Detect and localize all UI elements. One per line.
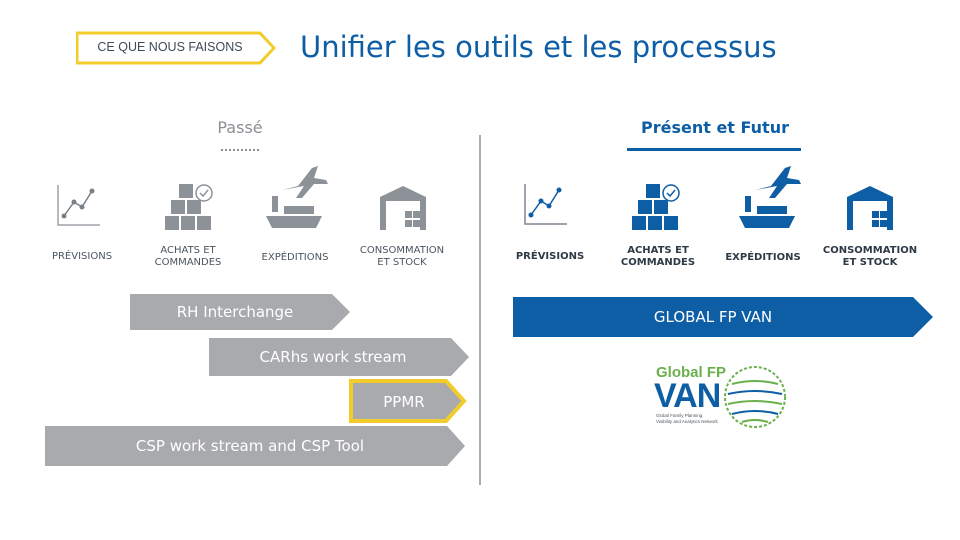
- present-heading: Présent et Futur: [641, 118, 789, 137]
- present-label-consommation-line2: ET STOCK: [842, 257, 898, 268]
- present-label-consommation: CONSOMMATION ET STOCK: [818, 245, 922, 269]
- csp-label: CSP work stream and CSP Tool: [135, 437, 365, 455]
- past-label-consommation-line1: CONSOMMATION: [359, 245, 445, 256]
- present-label-achats: ACHATS ET COMMANDES: [610, 245, 706, 269]
- section-tag: [76, 31, 276, 65]
- present-label-expeditions: EXPÉDITIONS: [725, 252, 801, 263]
- logo-tagline2: Visibility and Analytics Network: [656, 419, 718, 424]
- ppmr-label: PPMR: [383, 393, 425, 411]
- boxes-check-icon: [165, 184, 213, 230]
- page-title: Unifier les outils et les processus: [300, 30, 777, 64]
- plane-ship-icon: [739, 166, 801, 228]
- global-fp-van-bar: [513, 297, 933, 337]
- past-label-consommation-line2: ET STOCK: [377, 257, 427, 268]
- line-chart-icon: [57, 185, 100, 226]
- plane-ship-icon: [266, 166, 328, 228]
- past-heading-underline: [221, 149, 259, 151]
- carhs-label: CARhs work stream: [259, 348, 407, 366]
- ppmr-bar: [349, 379, 467, 423]
- column-divider: [479, 135, 481, 485]
- past-label-achats-line1: ACHATS ET: [160, 245, 216, 256]
- logo-tagline1: Global Family Planning: [656, 413, 703, 418]
- present-label-consommation-line1: CONSOMMATION: [822, 245, 918, 256]
- carhs-bar: [209, 338, 469, 376]
- logo-line2: VAN: [654, 377, 721, 415]
- warehouse-icon: [380, 186, 426, 230]
- warehouse-icon: [847, 186, 893, 230]
- past-label-achats: ACHATS ET COMMANDES: [140, 245, 236, 269]
- logo-line1: Global FP: [656, 364, 727, 381]
- boxes-check-icon: [632, 184, 680, 230]
- rh-interchange-bar: [130, 294, 350, 330]
- past-label-previsions: PRÉVISIONS: [51, 251, 113, 262]
- rh-interchange-label: RH Interchange: [176, 303, 294, 321]
- present-label-previsions: PRÉVISIONS: [515, 251, 585, 262]
- past-heading: Passé: [217, 118, 263, 137]
- line-chart-icon: [524, 184, 567, 225]
- past-label-consommation: CONSOMMATION ET STOCK: [350, 245, 454, 269]
- present-label-achats-line1: ACHATS ET: [627, 245, 689, 256]
- past-label-expeditions: EXPÉDITIONS: [261, 252, 329, 263]
- globe-icon: [724, 366, 786, 428]
- present-label-achats-line2: COMMANDES: [620, 257, 696, 268]
- csp-bar: [45, 426, 465, 466]
- section-tag-label: CE QUE NOUS FAISONS: [97, 40, 243, 54]
- global-fp-van-label: GLOBAL FP VAN: [653, 308, 773, 326]
- present-heading-underline: [627, 148, 801, 151]
- past-label-achats-line2: COMMANDES: [154, 257, 222, 268]
- global-fp-van-logo: Global FP VAN Global Family Planning Vis…: [652, 362, 792, 430]
